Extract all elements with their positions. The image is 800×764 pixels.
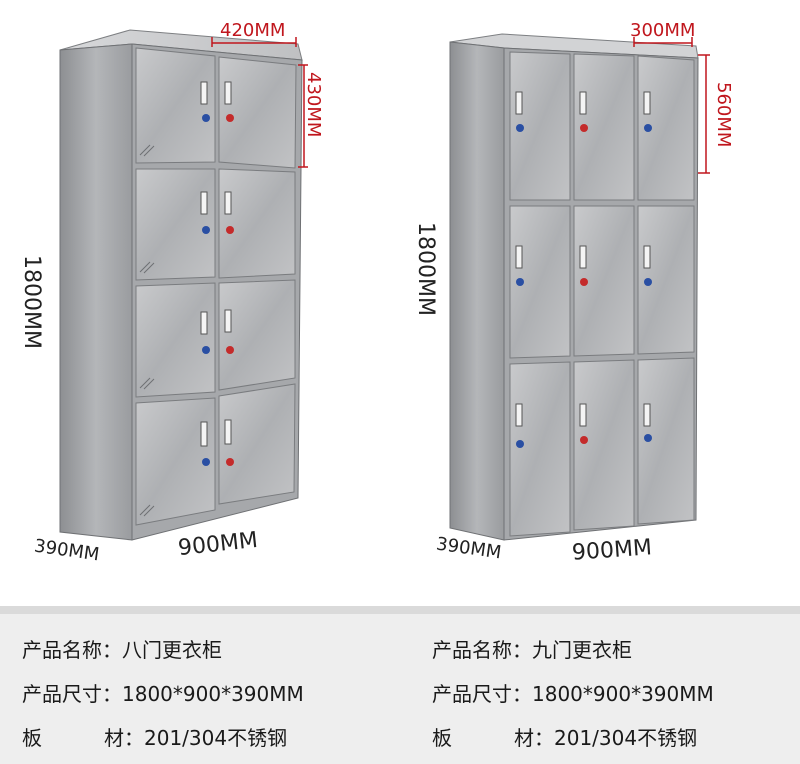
left-door-height-label: 430MM <box>303 72 324 138</box>
right-size-row: 产品尺寸：1800*900*390MM <box>432 678 714 707</box>
right-material-value: 201/304不锈钢 <box>554 726 698 750</box>
right-material-row: 板 材：201/304不锈钢 <box>432 722 697 751</box>
right-door-width-label: 300MM <box>630 20 696 41</box>
left-material-label-b: 材： <box>104 726 144 750</box>
right-width-label: 900MM <box>571 535 653 566</box>
left-door-width-label: 420MM <box>220 20 286 41</box>
right-height-label: 1800MM <box>413 222 438 316</box>
left-name-label: 产品名称： <box>22 638 122 662</box>
right-name-label: 产品名称： <box>432 638 532 662</box>
left-dimension-lines <box>211 37 308 168</box>
right-door-height-label: 560MM <box>713 82 734 148</box>
right-dimension-lines <box>633 37 710 174</box>
left-height-label: 1800MM <box>19 255 44 349</box>
nine-door-locker-image <box>449 33 699 541</box>
left-size-label: 产品尺寸： <box>22 682 122 706</box>
spec-panel-top-band <box>0 606 800 614</box>
right-name-value: 九门更衣柜 <box>532 638 632 662</box>
right-size-value: 1800*900*390MM <box>532 682 714 706</box>
left-size-row: 产品尺寸：1800*900*390MM <box>22 678 304 707</box>
right-material-label-b: 材： <box>514 726 554 750</box>
left-material-row: 板 材：201/304不锈钢 <box>22 722 287 751</box>
left-material-label-a: 板 <box>22 726 42 750</box>
right-size-label: 产品尺寸： <box>432 682 532 706</box>
right-name-row: 产品名称：九门更衣柜 <box>432 634 632 663</box>
left-material-value: 201/304不锈钢 <box>144 726 288 750</box>
spec-panel <box>0 606 800 764</box>
left-name-value: 八门更衣柜 <box>122 638 222 662</box>
left-name-row: 产品名称：八门更衣柜 <box>22 634 222 663</box>
left-size-value: 1800*900*390MM <box>122 682 304 706</box>
right-material-label-a: 板 <box>432 726 452 750</box>
eight-door-locker-image <box>59 29 303 541</box>
